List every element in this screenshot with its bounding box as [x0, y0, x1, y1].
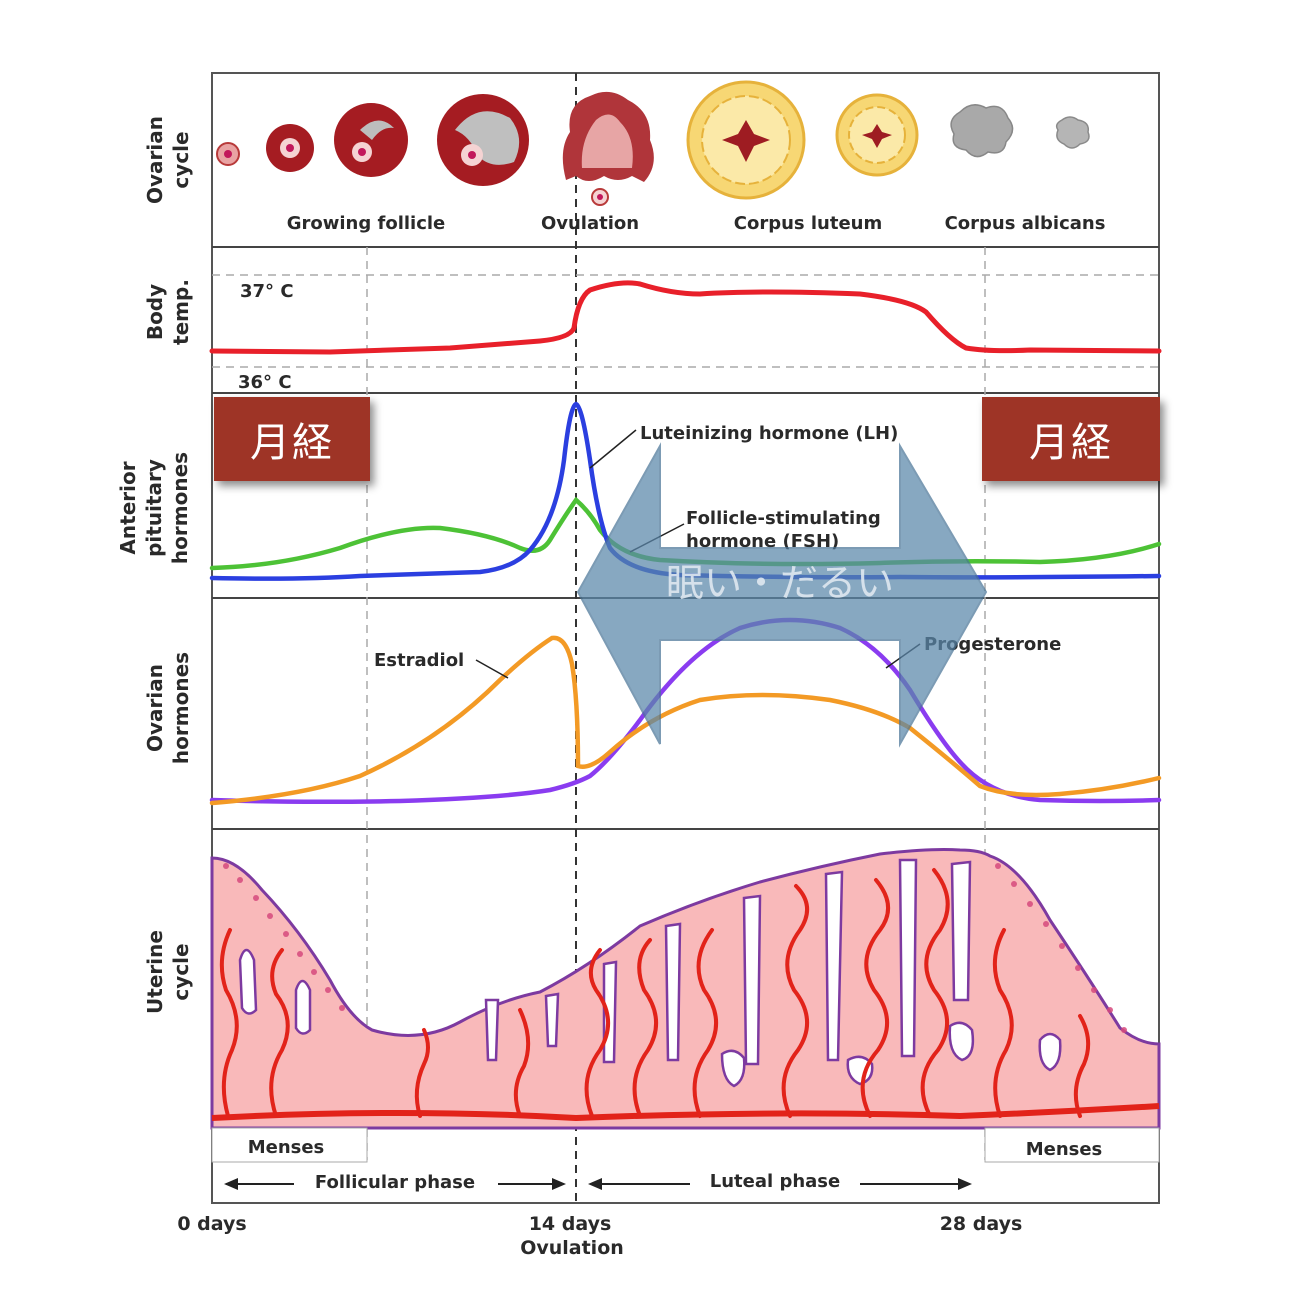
- menses-box-left: [211, 1127, 368, 1163]
- arrowhead-right-icon: [552, 1178, 566, 1190]
- estradiol-curve: [209, 635, 1162, 806]
- ylabel-uterine-cycle-1: Uterine: [143, 930, 167, 1014]
- mature-follicle-icon: [437, 94, 529, 186]
- estradiol-leader-line: [475, 659, 509, 679]
- stage-label-corpus-luteum: Corpus luteum: [734, 213, 883, 234]
- ylabel-body-temp-2: temp.: [169, 279, 193, 345]
- ylabel-body-temp-1: Body: [143, 284, 167, 340]
- menses-badge-left: 月経: [214, 397, 370, 481]
- ylabel-ovarian-hormones-1: Ovarian: [143, 664, 167, 752]
- corpus-albicans-icon: [950, 104, 1090, 158]
- stage-label-corpus-albicans: Corpus albicans: [945, 213, 1106, 234]
- ylabel-uterine-cycle-2: cycle: [169, 943, 193, 1000]
- ylabel-ovarian-cycle-1: Ovarian: [143, 116, 167, 204]
- ylabel-pituitary-1: Anterior: [116, 461, 140, 554]
- axis-label-ovulation: Ovulation: [520, 1237, 624, 1259]
- ylabel-ovarian-hormones-2: hormones: [169, 652, 193, 764]
- primordial-follicle-icon: [216, 142, 240, 166]
- ovarian-follicles: [216, 80, 1090, 206]
- sleepy-period-arrow: [576, 442, 988, 748]
- diagram-frame: [211, 72, 1160, 1204]
- basal-artery: [211, 1103, 1160, 1122]
- stage-label-ovulation: Ovulation: [541, 213, 639, 234]
- ylabel-pituitary-2: pituitary: [142, 459, 166, 557]
- primary-follicle-icon: [266, 124, 314, 172]
- stage-label-growing-follicle: Growing follicle: [287, 213, 446, 234]
- axis-label-14-days: 14 days: [529, 1213, 612, 1235]
- fsh-label-2: hormone (FSH): [686, 531, 839, 552]
- corpus-luteum-icon: [686, 80, 806, 200]
- axis-label-0-days: 0 days: [177, 1213, 246, 1235]
- regressing-corpus-luteum-icon: [835, 93, 919, 177]
- lh-label: Luteinizing hormone (LH): [640, 423, 898, 444]
- menses-left-label: Menses: [248, 1137, 325, 1158]
- arrowhead-right-icon: [958, 1178, 972, 1190]
- temp-37-label: 37° C: [240, 281, 294, 302]
- luteal-phase-label: Luteal phase: [710, 1171, 840, 1192]
- axis-label-28-days: 28 days: [940, 1213, 1023, 1235]
- follicular-phase-label: Follicular phase: [315, 1172, 475, 1193]
- menses-box-right: [984, 1127, 1160, 1163]
- ovulation-icon: [562, 91, 654, 206]
- double-arrow-icon: [576, 442, 988, 748]
- arrowhead-left-icon: [588, 1178, 602, 1190]
- ylabel-pituitary-3: hormones: [168, 452, 192, 564]
- body-temperature-curve: [209, 280, 1162, 355]
- ylabel-ovarian-cycle-2: cycle: [169, 131, 193, 188]
- menses-right-label: Menses: [1026, 1139, 1103, 1160]
- temp-36-label: 36° C: [238, 372, 292, 393]
- fsh-label-1: Follicle-stimulating: [686, 508, 881, 529]
- arrowhead-left-icon: [224, 1178, 238, 1190]
- secondary-follicle-icon: [334, 103, 408, 177]
- estradiol-label: Estradiol: [374, 650, 464, 671]
- endometrium-illustration: [210, 848, 1161, 1130]
- endometrium-lining: [210, 848, 1161, 1130]
- menses-badge-right: 月経: [982, 397, 1160, 481]
- sleepy-text: 眠い・だるい: [666, 561, 894, 605]
- lh-leader-line: [589, 429, 637, 469]
